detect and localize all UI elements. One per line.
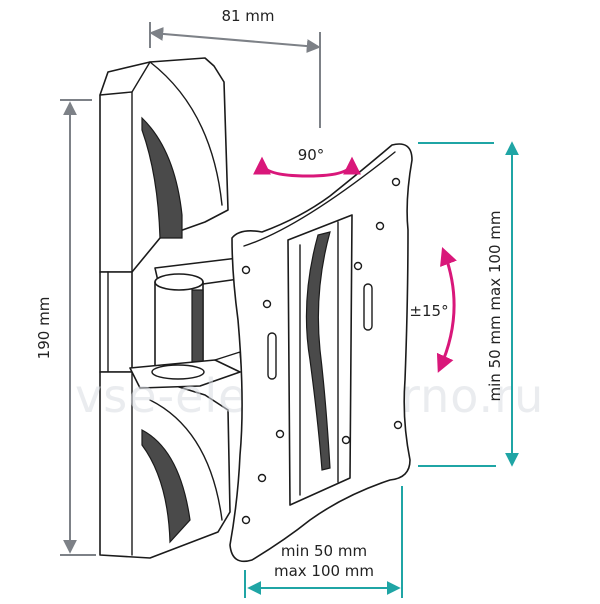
tv-plate-hole — [353, 261, 363, 271]
tv-plate-hole — [393, 420, 403, 430]
rotation-tilt: ±15° — [409, 246, 457, 373]
dimension-vesa-horizontal-label-max: max 100 mm — [274, 562, 374, 580]
rotation-swivel: 90° — [253, 146, 361, 178]
dimension-depth-label: 81 mm — [221, 7, 274, 25]
dimension-depth: 81 mm — [149, 7, 321, 128]
wall-plate-upper-recess — [149, 61, 223, 206]
tv-plate-hole — [257, 473, 267, 483]
swivel-hinge — [129, 257, 247, 389]
rotation-tilt-label: ±15° — [409, 302, 448, 320]
tv-plate-hole — [241, 265, 251, 275]
dimension-vesa-horizontal: min 50 mm max 100 mm — [244, 486, 403, 598]
tv-plate-bevel — [243, 151, 396, 247]
tv-plate-hole — [375, 221, 385, 231]
wall-plate — [99, 57, 231, 559]
wall-plate-middle-rail — [99, 271, 133, 373]
wall-plate-lower-recess — [149, 399, 223, 521]
tv-plate — [229, 143, 413, 563]
tv-plate-channel-shadow — [305, 231, 331, 471]
dimension-vesa-horizontal-label-min: min 50 mm — [281, 542, 367, 560]
dimension-vesa-vertical: min 50 mm max 100 mm — [418, 141, 519, 467]
tv-plate-hole — [241, 515, 251, 525]
dimension-vesa-vertical-label: min 50 mm max 100 mm — [486, 211, 504, 402]
dimension-height-label: 190 mm — [35, 297, 53, 360]
tv-plate-hole — [341, 435, 351, 445]
dimension-height: 190 mm — [35, 99, 96, 556]
tv-plate-slot-left — [267, 332, 277, 380]
wall-plate-lower-shadow — [141, 429, 191, 544]
rotation-swivel-label: 90° — [298, 146, 325, 164]
tv-plate-hole — [391, 177, 401, 187]
tv-plate-slot-right — [363, 283, 373, 331]
tv-plate-hole — [275, 429, 285, 439]
wall-plate-upper-shadow — [141, 116, 183, 239]
tv-plate-hole — [262, 299, 272, 309]
